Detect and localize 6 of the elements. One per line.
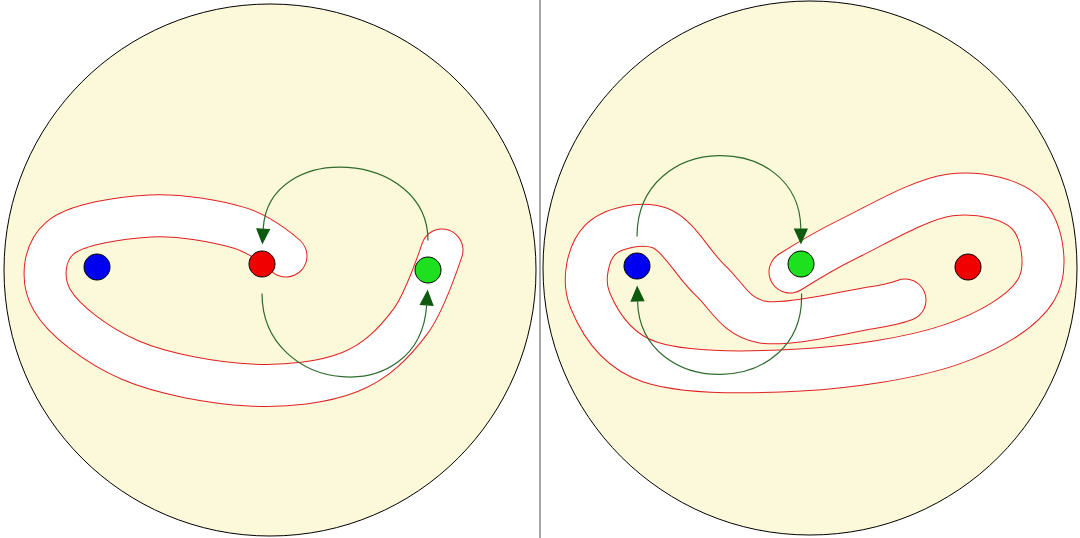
- dot: [83, 253, 111, 281]
- dot: [787, 250, 815, 278]
- dot: [623, 252, 651, 280]
- dot: [414, 256, 442, 284]
- dot: [248, 250, 276, 278]
- dot: [954, 253, 982, 281]
